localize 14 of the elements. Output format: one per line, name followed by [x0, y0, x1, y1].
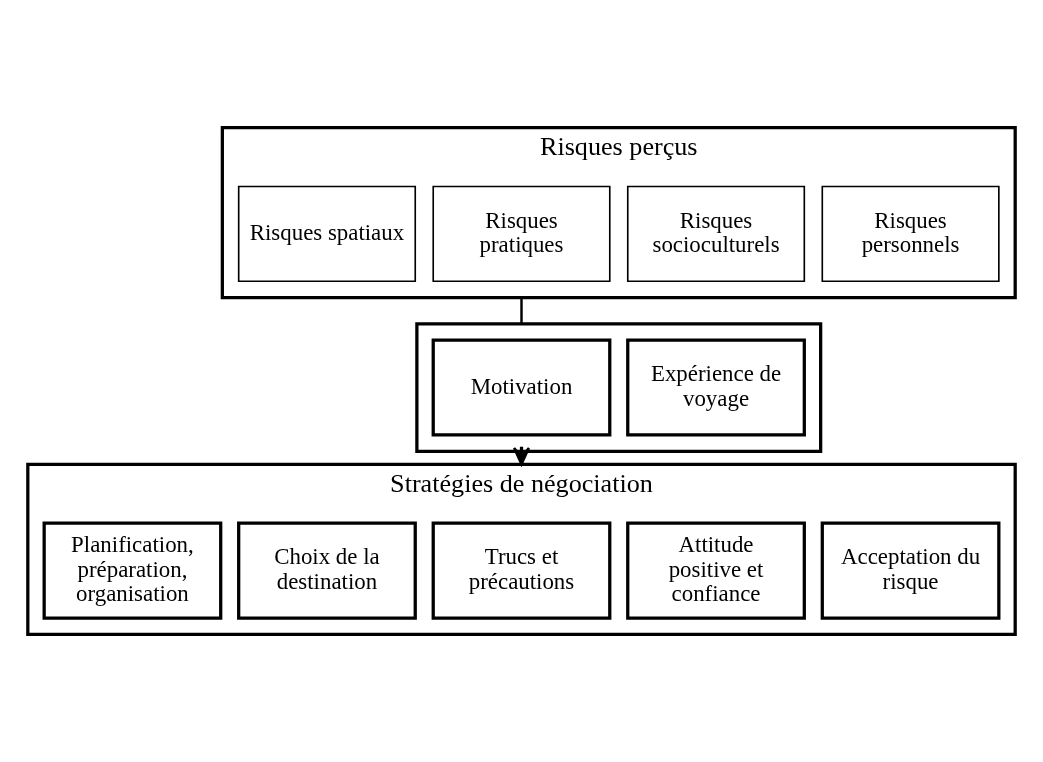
cluster [415, 322, 823, 453]
node-box: Risques personnels [821, 185, 1000, 283]
node-box: Attitude positive et confiance [626, 521, 806, 620]
node-box: Planification, préparation, organisation [42, 521, 223, 620]
node-box: Acceptation du risque [820, 521, 1001, 620]
node-box: Choix de la destination [237, 521, 417, 620]
arrow [512, 446, 531, 466]
node-box: Trucs et précautions [431, 521, 612, 620]
node-box: Risques pratiques [432, 185, 611, 283]
node-box: Risques spatiaux [237, 185, 417, 283]
node-box: Risques socioculturels [626, 185, 806, 283]
connector [520, 297, 523, 324]
node-box: Motivation [431, 338, 612, 437]
node-box: Expérience de voyage [626, 338, 806, 437]
